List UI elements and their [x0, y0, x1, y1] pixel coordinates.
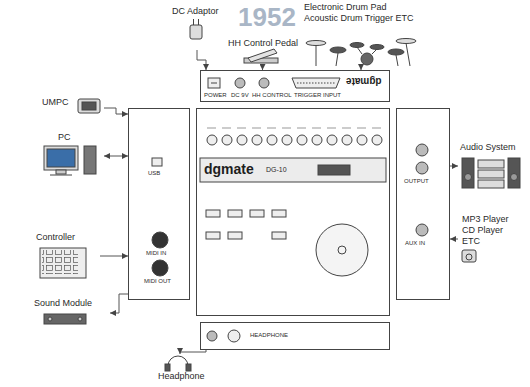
- panel-label: DG-10: [266, 166, 287, 174]
- cable-connector: [450, 239, 458, 240]
- cable-connector: [104, 108, 128, 114]
- peripheral-item: Electronic Drum Pad Acoustic Drum Trigge…: [302, 0, 420, 68]
- panel-label: HEADPHONE: [250, 332, 288, 339]
- peripheral-item: Audio System: [458, 140, 526, 192]
- device-panel: dgmate DG-10: [196, 108, 390, 316]
- cable-connector: [197, 50, 206, 70]
- device-label: Electronic Drum Pad Acoustic Drum Trigge…: [304, 2, 414, 24]
- device-label: Audio System: [460, 142, 516, 153]
- device-panel: HEADPHONE: [200, 322, 390, 350]
- cable-connector: [100, 256, 128, 257]
- device-panel: OUTPUT AUX IN: [396, 108, 450, 300]
- panel-label: dgmate: [346, 75, 382, 87]
- peripheral-item: MP3 Player CD Player ETC: [458, 212, 526, 266]
- cable-connector: [104, 156, 128, 157]
- device-label: Headphone: [158, 371, 205, 382]
- device-label: MP3 Player CD Player ETC: [462, 214, 514, 246]
- panel-label: POWER: [204, 92, 227, 99]
- peripheral-item: UMPC: [40, 94, 104, 122]
- peripheral-item: Controller: [32, 230, 100, 282]
- panel-label: MIDI OUT: [144, 278, 171, 285]
- device-label: DC Adaptor: [172, 6, 219, 17]
- panel-label: USB: [148, 170, 160, 177]
- device-label: UMPC: [42, 97, 69, 108]
- cable-connector: [450, 166, 458, 167]
- device-label: Controller: [36, 232, 75, 243]
- panel-label: TRIGGER INPUT: [294, 92, 341, 99]
- cable-connector: [110, 294, 128, 313]
- device-label: Sound Module: [34, 298, 92, 309]
- cable-connector: [180, 350, 206, 354]
- panel-label: HH CONTROL: [252, 92, 292, 99]
- peripheral-item: DC Adaptor: [170, 4, 224, 50]
- panel-label: DC 9V: [231, 92, 249, 99]
- device-panel: POWER DC 9VHH CONTROLTRIGGER INPUT dgmate: [200, 70, 390, 102]
- device-label: PC: [58, 132, 71, 143]
- panel-label: OUTPUT: [404, 178, 429, 185]
- watermark-text: 1952: [238, 2, 296, 33]
- device-panel: USB MIDI IN MIDI OUT: [128, 108, 190, 300]
- peripheral-item: Headphone: [154, 354, 206, 386]
- panel-label: MIDI IN: [146, 250, 166, 257]
- peripheral-item: HH Control Pedal: [226, 36, 299, 66]
- panel-label: AUX IN: [405, 240, 425, 247]
- peripheral-item: Sound Module: [32, 296, 110, 330]
- panel-label: dgmate: [204, 161, 254, 178]
- device-label: HH Control Pedal: [228, 38, 298, 49]
- peripheral-item: PC: [40, 130, 104, 182]
